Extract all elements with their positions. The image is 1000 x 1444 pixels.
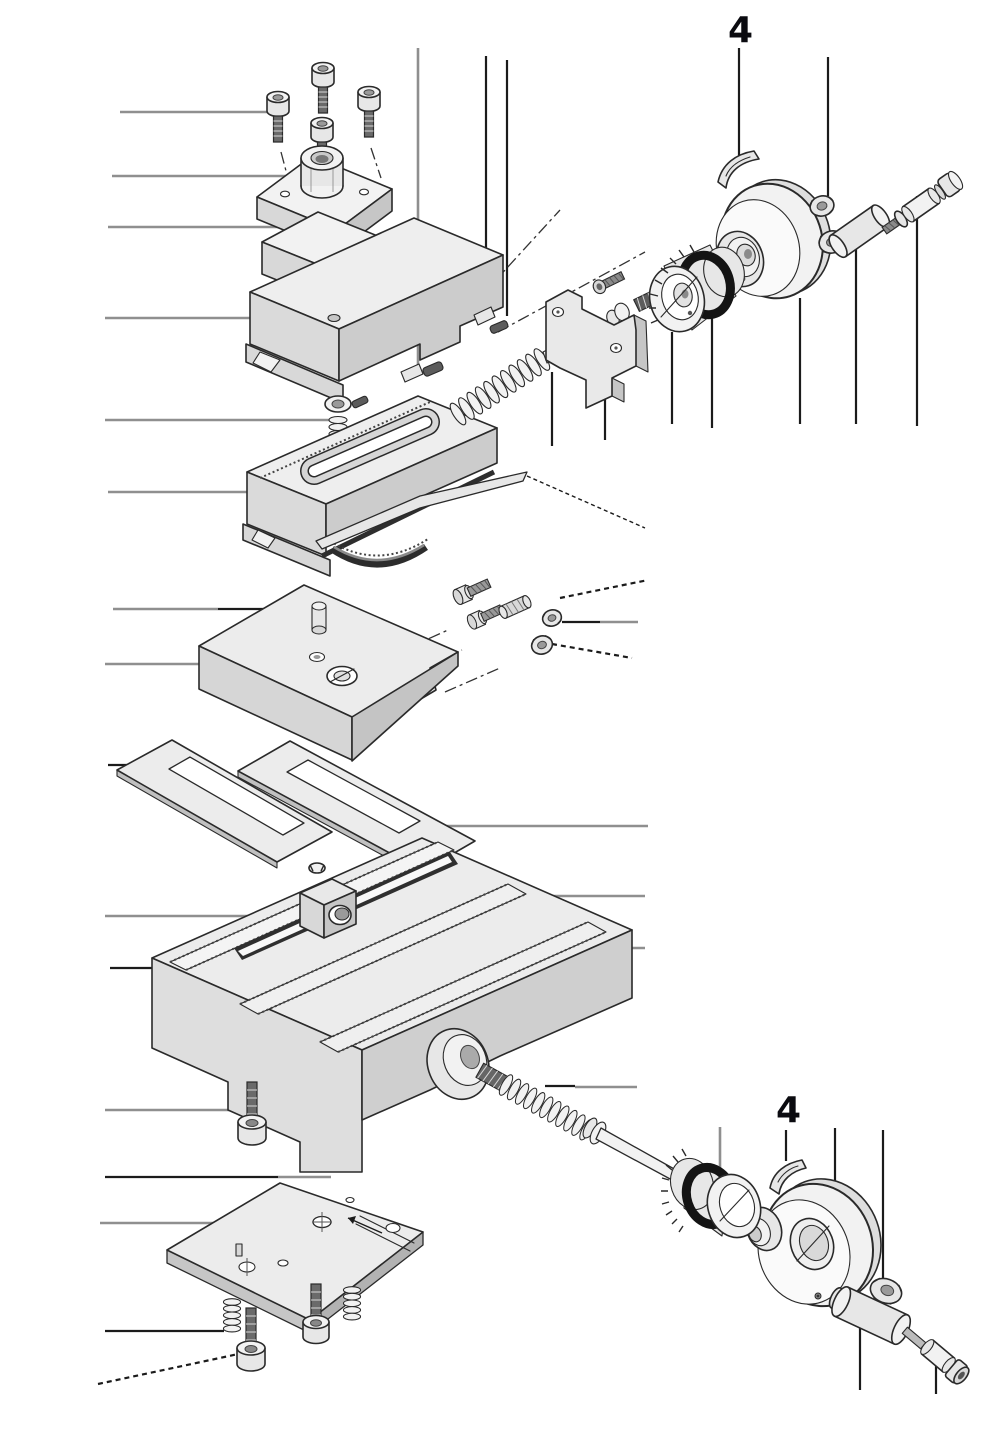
leader-lines-dashed (97, 475, 649, 1386)
slide-base-block (242, 395, 498, 577)
leadscrew-spring (446, 346, 553, 428)
dial-tick-marks (649, 244, 695, 324)
set-screw (464, 601, 506, 632)
shim-plate-slotted (116, 739, 333, 869)
graduated-dial (648, 244, 745, 333)
cross-slide-plate (198, 584, 459, 762)
woodruff-key (717, 150, 760, 189)
bed-leadscrew-boss (426, 1027, 490, 1101)
upper-slide-block (245, 217, 504, 404)
bed-mounting-screw (237, 1081, 267, 1146)
locating-pin (311, 601, 327, 635)
handle-sleeve (828, 1286, 912, 1346)
spring-bolt (324, 395, 369, 468)
bearing-bracket (545, 289, 649, 409)
grub-screw (498, 595, 532, 619)
woodruff-key (769, 1159, 807, 1195)
leadscrew-nut-block (299, 862, 357, 939)
handle-screw (901, 1326, 970, 1385)
base-plate (166, 1182, 424, 1334)
graduated-dial (661, 1148, 762, 1239)
cap-screw (266, 90, 290, 143)
bracket-screw (592, 271, 626, 295)
gib-wedge (400, 306, 496, 383)
curved-rack-sector (329, 538, 429, 568)
cap-screw (357, 85, 381, 138)
gib-strip (315, 471, 528, 550)
hex-nut (530, 609, 563, 655)
base-screw (302, 1283, 330, 1345)
set-screw (450, 575, 493, 607)
dial-tick-marks (661, 1148, 687, 1233)
cap-screw (311, 61, 335, 114)
handle-screw (881, 170, 964, 235)
table-bed (151, 837, 633, 1173)
shaft-nut (869, 1277, 903, 1305)
shim-plate-slotted (237, 740, 476, 878)
gib-screw (422, 320, 509, 377)
callout-4-top: 4 (728, 10, 753, 51)
callout-4-bottom: 4 (776, 1090, 801, 1131)
handwheel (745, 1178, 882, 1308)
base-screw (236, 1307, 266, 1372)
handle-sleeve (828, 204, 891, 259)
